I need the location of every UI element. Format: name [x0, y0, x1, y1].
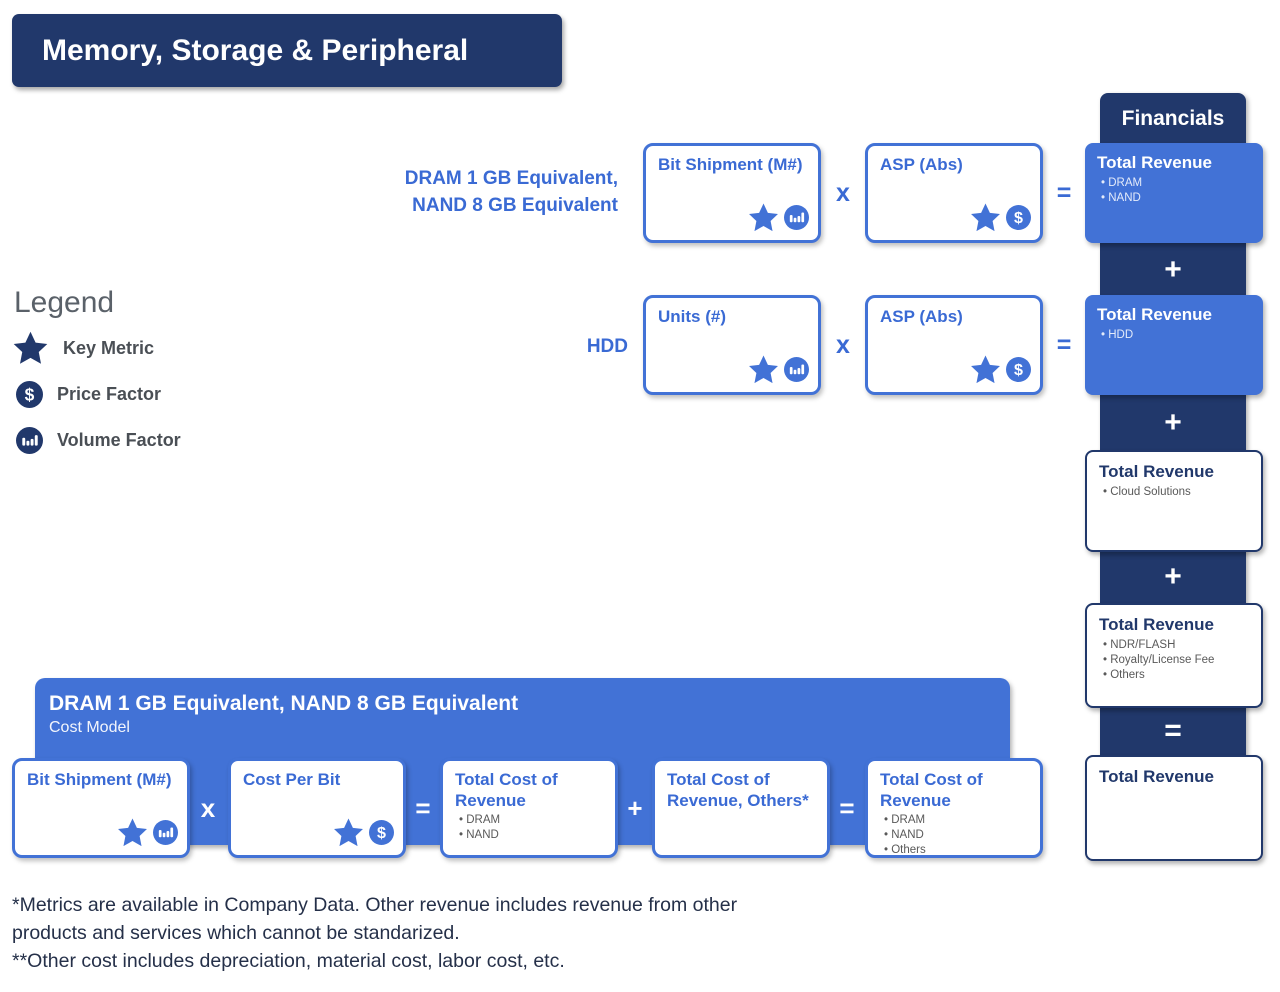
plus-operator: + [1164, 406, 1182, 439]
box-cost-per-bit: Cost Per Bit [228, 758, 406, 858]
footnote-other-cost: **Other cost includes depreciation, mate… [12, 950, 565, 972]
box-cost-bit-shipment: Bit Shipment (M#) [12, 758, 190, 858]
price-factor-dollar-icon [1006, 357, 1031, 382]
box-title: Total Cost of Revenue, Others* [667, 770, 809, 810]
legend-item-price-factor: Price Factor [12, 376, 161, 412]
box-title: Total Cost of Revenue [880, 770, 983, 810]
bullet-item: Cloud Solutions [1103, 485, 1251, 500]
row-label-dram-nand: DRAM 1 GB Equivalent, NAND 8 GB Equivale… [404, 168, 618, 216]
bullet-item: DRAM [884, 813, 1032, 828]
plus-operator: + [1164, 560, 1182, 593]
bullet-item: Others [884, 843, 1032, 858]
legend-item-label: Volume Factor [57, 429, 181, 450]
box-bit-shipment: Bit Shipment (M#) [643, 143, 821, 243]
equals-operator: = [415, 793, 431, 823]
equals-operator: = [839, 793, 855, 823]
price-factor-dollar-icon [369, 820, 394, 845]
total-revenue-cloud-solutions: Total Revenue Cloud Solutions [1085, 450, 1263, 552]
box-title: ASP (Abs) [880, 307, 963, 326]
volume-factor-bars-icon [784, 357, 809, 382]
volume-factor-bars-icon [16, 427, 43, 454]
total-revenue-ndr-flash: Total Revenue NDR/FLASH Royalty/License … [1085, 603, 1263, 708]
plus-operator: + [627, 793, 643, 823]
bullet-item: NAND [459, 828, 607, 843]
key-metric-star-icon [12, 330, 49, 366]
key-metric-star-icon [970, 354, 1001, 385]
box-title: Total Revenue [1097, 153, 1212, 172]
box-units: Units (#) [643, 295, 821, 395]
price-factor-dollar-icon [1006, 205, 1031, 230]
box-total-cost-others: Total Cost of Revenue, Others* [652, 758, 830, 858]
footnote-metrics: *Metrics are available in Company Data. … [12, 894, 738, 944]
bullet-item: HDD [1101, 328, 1253, 343]
bullet-item: NAND [1101, 191, 1253, 206]
legend-item-volume-factor: Volume Factor [12, 422, 181, 458]
box-title: Total Revenue [1099, 615, 1214, 634]
box-title: Cost Per Bit [243, 770, 341, 789]
box-title: Bit Shipment (M#) [658, 155, 803, 174]
box-title: Total Revenue [1099, 767, 1214, 786]
cost-model-subtitle: Cost Model [49, 719, 130, 736]
multiply-operator: x [836, 179, 850, 207]
legend-item-label: Price Factor [57, 383, 162, 404]
financials-header: Financials [1121, 107, 1225, 130]
legend-item-key-metric: Key Metric [12, 330, 154, 366]
key-metric-star-icon [970, 202, 1001, 233]
box-title: Total Cost of Revenue [455, 770, 558, 810]
total-revenue-dram-nand: Total Revenue DRAM NAND [1085, 143, 1263, 243]
bullet-item: Royalty/License Fee [1103, 653, 1251, 668]
box-title: Bit Shipment (M#) [27, 770, 172, 789]
box-title: Total Revenue [1097, 305, 1212, 324]
bullet-item: Others [1103, 668, 1251, 683]
volume-factor-bars-icon [153, 820, 178, 845]
key-metric-star-icon [117, 817, 148, 848]
box-title: Total Revenue [1099, 462, 1214, 481]
box-total-cost-final: Total Cost of Revenue DRAM NAND Others [865, 758, 1043, 858]
legend-item-label: Key Metric [63, 337, 155, 358]
key-metric-star-icon [748, 354, 779, 385]
box-title: ASP (Abs) [880, 155, 963, 174]
bullet-item: NAND [884, 828, 1032, 843]
legend-title: Legend [14, 286, 115, 319]
price-factor-dollar-icon [16, 381, 43, 408]
multiply-operator: x [836, 331, 850, 359]
equals-operator: = [1164, 714, 1182, 747]
bullet-item: DRAM [459, 813, 607, 828]
bullet-item: DRAM [1101, 176, 1253, 191]
total-revenue-final: Total Revenue [1085, 755, 1263, 861]
row-label-hdd: HDD [586, 336, 628, 357]
equals-operator: = [1056, 179, 1072, 207]
box-asp-abs: ASP (Abs) [865, 143, 1043, 243]
key-metric-star-icon [748, 202, 779, 233]
equals-operator: = [1056, 331, 1072, 359]
volume-factor-bars-icon [784, 205, 809, 230]
cost-model-title: DRAM 1 GB Equivalent, NAND 8 GB Equivale… [49, 692, 519, 715]
page-title: Memory, Storage & Peripheral [12, 14, 562, 87]
box-asp-abs-hdd: ASP (Abs) [865, 295, 1043, 395]
bullet-item: NDR/FLASH [1103, 638, 1251, 653]
key-metric-star-icon [333, 817, 364, 848]
total-revenue-hdd: Total Revenue HDD [1085, 295, 1263, 395]
box-total-cost-dram-nand: Total Cost of Revenue DRAM NAND [440, 758, 618, 858]
box-title: Units (#) [658, 307, 726, 326]
multiply-operator: x [200, 793, 216, 823]
plus-operator: + [1164, 253, 1182, 286]
